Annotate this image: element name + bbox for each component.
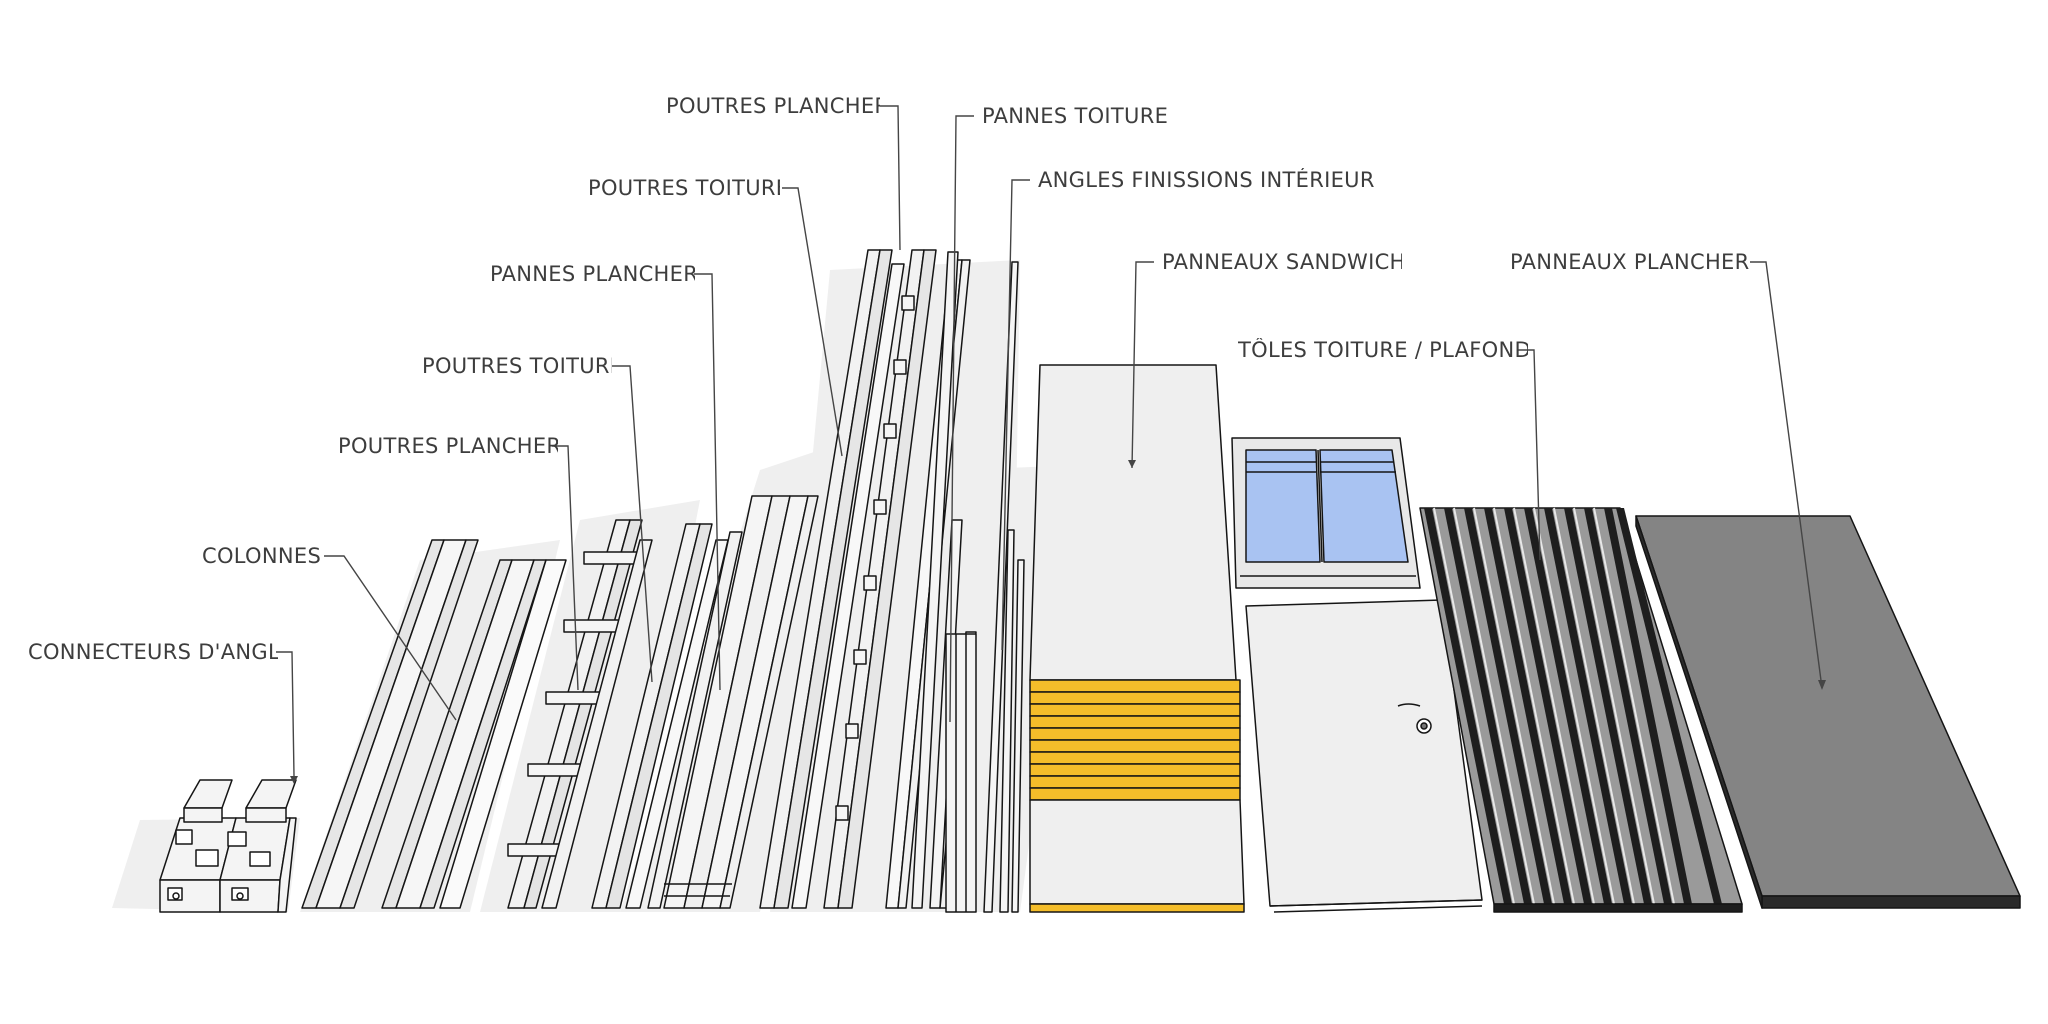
window <box>1231 437 1421 589</box>
floor-beams-left <box>507 519 653 909</box>
labels: CONNECTEURS D'ANGLE COLONNES POUTRES PLA… <box>28 94 1750 664</box>
floor-purlins <box>663 495 819 909</box>
door <box>1245 599 1483 913</box>
roof-beams-right <box>759 249 905 909</box>
roof-sheets <box>1419 507 1743 913</box>
leader-lines <box>276 105 1826 784</box>
sandwich-panels <box>1029 364 1245 913</box>
label-poutres-toiture-1: POUTRES TOITURE <box>422 354 612 378</box>
floor-panels <box>1635 515 2021 909</box>
roof-purlins <box>911 251 977 913</box>
label-panneaux-plancher: PANNEAUX PLANCHER <box>1510 250 1750 274</box>
label-toles: TÔLES TOITURE / PLAFOND <box>1238 338 1528 362</box>
label-angles-finitions: ANGLES FINISSIONS INTÉRIEUR <box>1038 168 1375 192</box>
label-connecteurs: CONNECTEURS D'ANGLE <box>28 640 278 664</box>
corner-connectors <box>159 779 297 913</box>
label-pannes-toiture: PANNES TOITURE <box>982 104 1169 128</box>
columns <box>301 539 567 909</box>
label-colonnes: COLONNES <box>202 544 322 568</box>
label-poutres-plancher-2: POUTRES PLANCHER <box>666 94 880 118</box>
label-panneaux-sandwich: PANNEAUX SANDWICH <box>1162 250 1402 274</box>
interior-angles <box>983 261 1025 913</box>
label-poutres-plancher-1: POUTRES PLANCHER <box>338 434 558 458</box>
label-poutres-toiture-2: POUTRES TOITURE <box>588 176 780 200</box>
label-pannes-plancher: PANNES PLANCHER <box>490 262 695 286</box>
